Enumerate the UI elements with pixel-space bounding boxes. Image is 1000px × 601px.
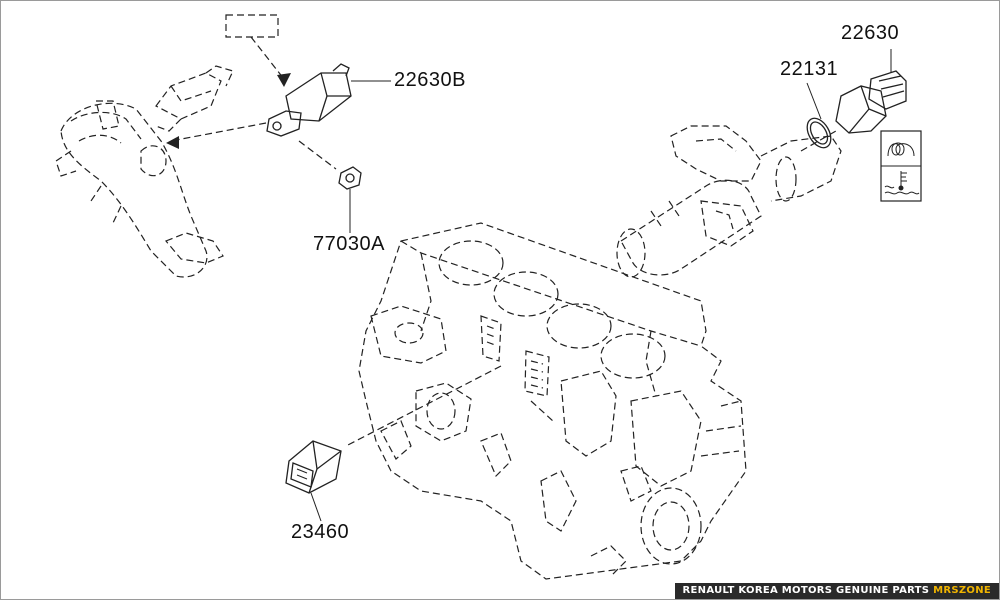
part-label-22630b[interactable]: 22630B xyxy=(394,69,466,91)
sensor-22630b-drawing xyxy=(166,14,391,233)
coolant-temperature-icon xyxy=(884,171,920,195)
footer-banner: RENAULT KOREA MOTORS GENUINE PARTS MRSZO… xyxy=(674,583,999,599)
coil-symbol-icon xyxy=(887,142,915,157)
footer-text: RENAULT KOREA MOTORS GENUINE PARTS xyxy=(682,585,930,596)
water-outlet-drawing xyxy=(616,125,842,278)
part-label-22131[interactable]: 22131 xyxy=(780,58,839,80)
part-label-77030a[interactable]: 77030A xyxy=(313,233,385,255)
intake-pipe-drawing xyxy=(55,65,234,278)
footer-brand[interactable]: MRSZONE xyxy=(933,585,991,596)
sensor-23460-drawing xyxy=(285,440,342,522)
part-label-23460[interactable]: 23460 xyxy=(291,521,350,543)
part-label-22630[interactable]: 22630 xyxy=(841,22,900,44)
engine-block-drawing xyxy=(345,222,747,580)
sensor-22630-drawing xyxy=(806,49,907,149)
